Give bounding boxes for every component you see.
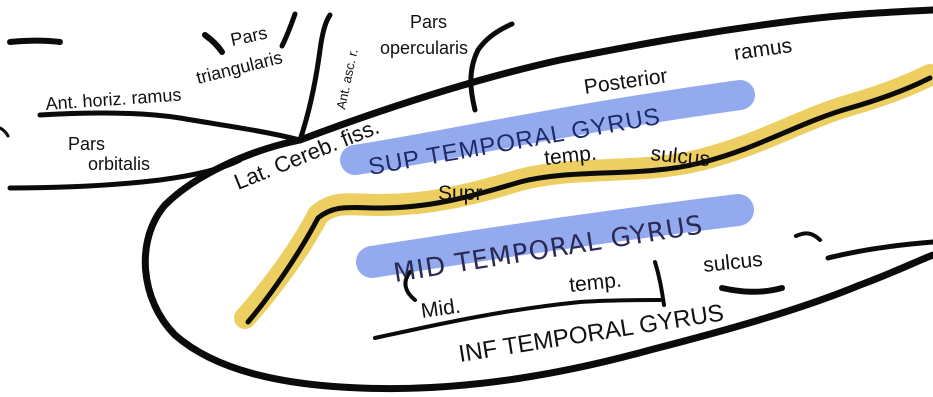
lower-right-sulcus-line	[825, 239, 933, 261]
inferior-sulcus-fragment-2	[403, 270, 417, 302]
left-edge-mark	[0, 126, 10, 138]
lateral-cerebral-fissure-line	[296, 6, 933, 144]
label-pars-orbitalis-1: Pars	[68, 134, 105, 154]
pars-orbitalis-boundary	[7, 157, 243, 191]
label-pars-triangularis-2: triangularis	[194, 47, 284, 88]
label-ant-asc-ramus: Ant. asc. r.	[333, 47, 360, 110]
label-temp-upper: temp.	[543, 142, 598, 170]
label-sulcus-lower: sulcus	[702, 248, 764, 277]
superior-temporal-sulcus-line	[245, 75, 933, 325]
inferior-temporal-sulcus-line	[373, 298, 662, 340]
label-inf-temporal-gyrus: INF TEMPORAL GYRUS	[457, 299, 726, 368]
label-supr: Supr	[438, 182, 482, 205]
pars-triangularis-line	[202, 32, 225, 55]
mid-sulcus-tick-1	[653, 260, 666, 307]
anterior-horizontal-ramus-line	[37, 110, 303, 143]
mid-sulcus-tick-2	[794, 231, 822, 242]
label-pars-triangularis-1: Pars	[229, 23, 269, 50]
inferior-sulcus-fragment-1	[719, 285, 785, 295]
top-mid-line	[279, 11, 298, 49]
sup-temporal-gyrus-highlight	[340, 80, 755, 175]
label-pars-opercularis-1: Pars	[410, 12, 447, 32]
label-temp-lower: temp.	[568, 269, 623, 297]
label-pars-opercularis-2: opercularis	[380, 38, 468, 58]
top-left-sulcus-line	[7, 37, 63, 45]
mid-temporal-gyrus-highlight	[356, 194, 754, 278]
anterior-ascending-ramus-line	[297, 12, 333, 143]
label-ant-horiz-ramus: Ant. horiz. ramus	[45, 85, 182, 114]
pars-opercularis-posterior-line	[468, 21, 515, 113]
label-ramus: ramus	[732, 34, 793, 65]
temporal-lobe-outline	[141, 136, 933, 393]
label-mid: Mid.	[419, 295, 462, 323]
label-pars-orbitalis-2: orbitalis	[88, 154, 150, 174]
